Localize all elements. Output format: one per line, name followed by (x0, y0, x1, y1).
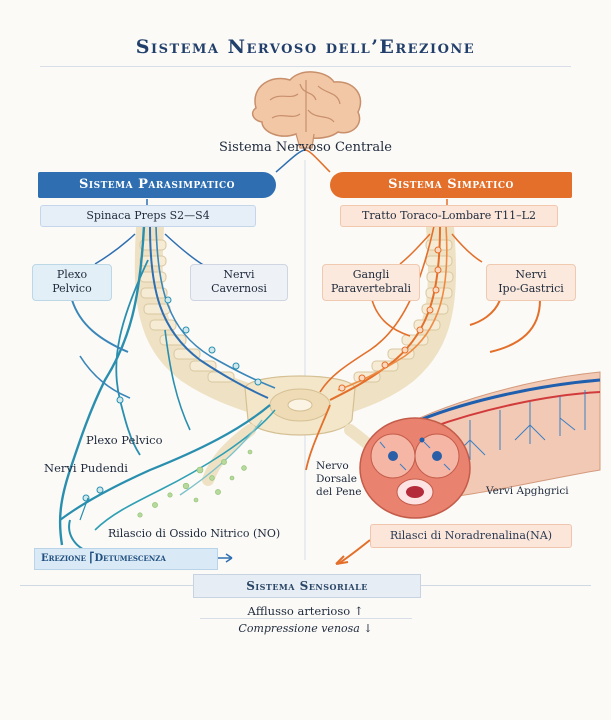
no-release-label: Rilascio di Ossido Nitrico (NO) (108, 527, 281, 540)
na-release-box: Rilasci di Noradrenalina(NA) (370, 524, 572, 548)
nervi-ipogastrici-box: Nervi Ipo-Gastrici (486, 264, 576, 301)
ipo-line1: Nervi (515, 268, 547, 281)
left-spinal-column (134, 214, 284, 419)
page-title: Sistema Nervoso dell’Erezione (135, 36, 476, 58)
ipo-line2: Ipo-Gastrici (498, 282, 564, 295)
compressione-label: Compressione venosa ↓ (238, 622, 373, 635)
erezione-box: Erezione ⎡Detumescenza (34, 548, 218, 570)
gangli-line2: Paravertebrali (330, 282, 412, 295)
sympathetic-spinal-label: Tratto Toraco-Lombare T11–L2 (340, 205, 558, 227)
nitric-oxide-particles (137, 449, 253, 518)
nervi-cavernosi-box: Nervi Cavernosi (190, 264, 288, 301)
vervi-apghgrici-label: Vervi Apghgrici (486, 485, 569, 497)
nervo-line2: Dorsale (316, 473, 357, 485)
penis-cross-section (359, 371, 601, 519)
parasympathetic-ganglia (82, 296, 262, 502)
sympathetic-ganglia (338, 246, 442, 392)
nervo-dorsale-label: Nervo Dorsale del Pene (316, 460, 386, 499)
nervi-pudendi-label: Nervi Pudendi (44, 461, 128, 475)
sympathetic-banner: Sistema Simpatico (330, 172, 572, 198)
nervo-line3: del Pene (316, 486, 362, 498)
afflusso-label: Afflusso arterioso ↑ (247, 604, 364, 618)
right-spinal-column (316, 214, 457, 419)
compression-divider (200, 618, 412, 619)
title-divider (40, 66, 571, 67)
plexo-pelvico-box: Plexo Pelvico (32, 264, 112, 301)
cav-line2: Cavernosi (211, 282, 267, 295)
parasympathetic-banner: Sistema Parasimpatico (38, 172, 276, 198)
parasympathetic-spinal-label: Spinaca Preps S2—S4 (40, 205, 256, 227)
sensory-banner: Sistema Sensoriale (193, 574, 421, 598)
parasympathetic-nerves (58, 225, 276, 553)
plexo-pelvico-label: Plexo Pelvico (86, 433, 163, 447)
plexo-line2: Pelvico (52, 282, 92, 295)
gangli-line1: Gangli (352, 268, 390, 281)
nervo-line1: Nervo (316, 460, 349, 472)
gangli-paravertebrali-box: Gangli Paravertebrali (322, 264, 420, 301)
cav-line1: Nervi (223, 268, 255, 281)
plexo-line1: Plexo (56, 268, 88, 281)
brain-icon (251, 71, 362, 149)
cns-label: Sistema Nervoso Centrale (219, 140, 392, 155)
